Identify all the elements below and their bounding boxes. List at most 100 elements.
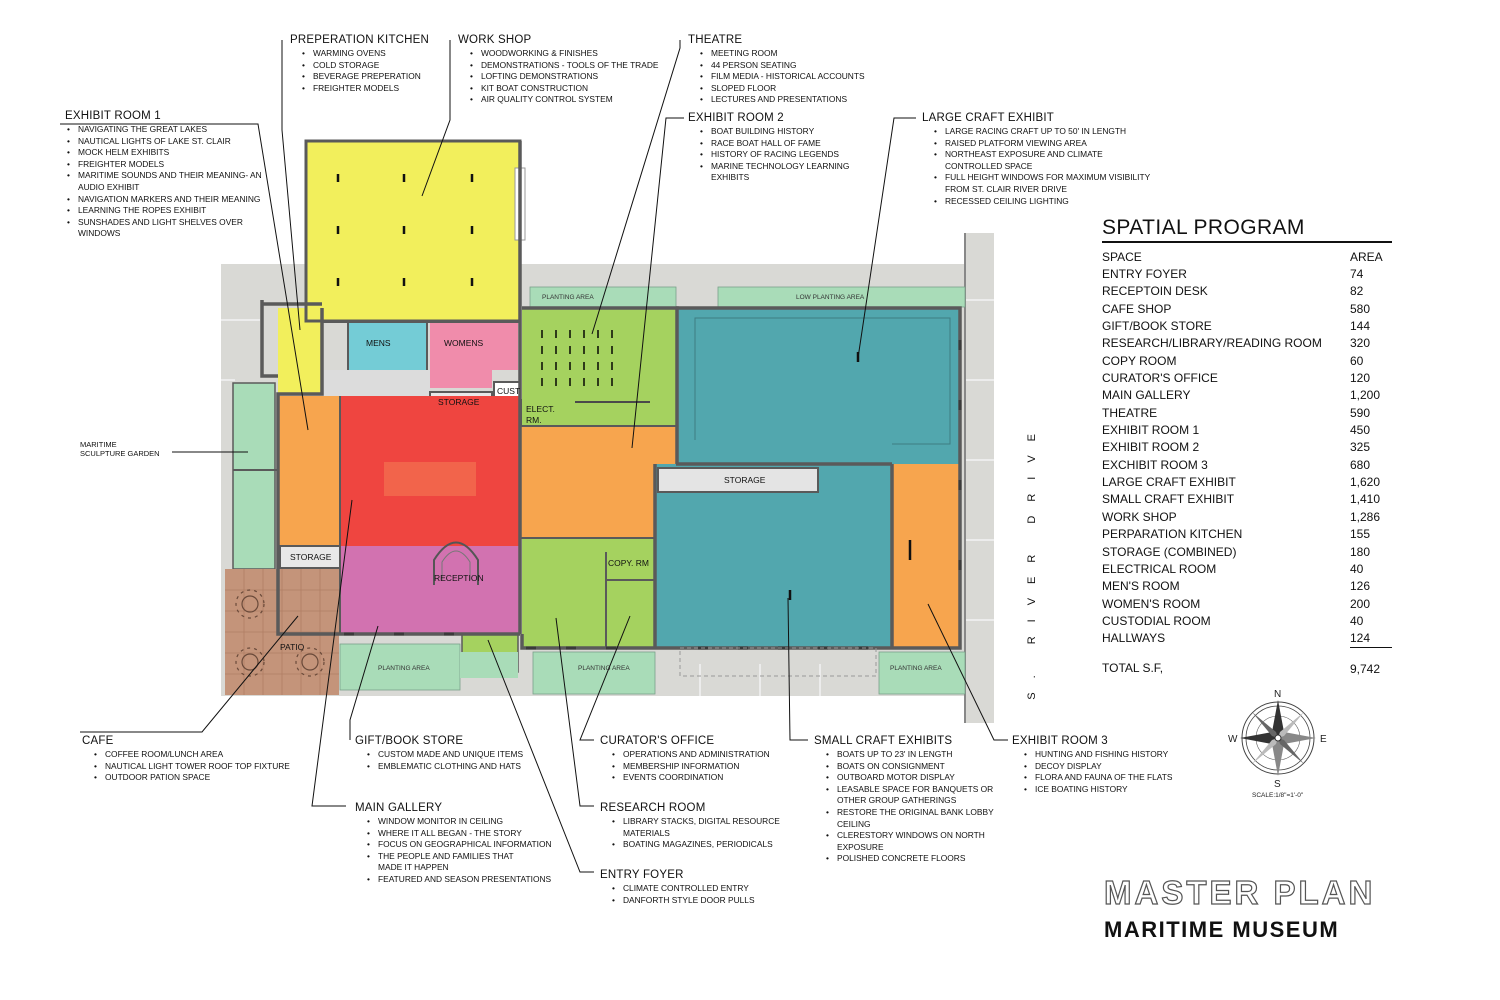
note-title: EXHIBIT ROOM 3 bbox=[1012, 735, 1108, 747]
label-mens: MENS bbox=[366, 338, 391, 348]
theatre-seating bbox=[541, 330, 613, 386]
large-craft-room bbox=[676, 308, 960, 464]
space-cell: COPY ROOM bbox=[1102, 353, 1177, 368]
note-item: HISTORY OF RACING LEGENDS bbox=[700, 149, 868, 161]
note-list: HUNTING AND FISHING HISTORY DECOY DISPLA… bbox=[1012, 749, 1192, 795]
sheet-title: MASTER PLAN bbox=[1103, 873, 1376, 911]
note-title: SMALL CRAFT EXHIBITS bbox=[814, 735, 953, 747]
note-item: NAUTICAL LIGHTS OF LAKE ST. CLAIR bbox=[67, 136, 270, 148]
note-item: FEATURED AND SEASON PRESENTATIONS bbox=[367, 874, 570, 886]
note-item: BOATING MAGAZINES, PERIODICALS bbox=[612, 839, 795, 851]
sculpture-garden bbox=[232, 382, 276, 570]
space-cell: RESEARCH/LIBRARY/READING ROOM bbox=[1102, 336, 1322, 351]
entry-canopy bbox=[679, 647, 877, 677]
area-cell: 155 bbox=[1350, 527, 1371, 542]
space-cell: EXCHIBIT ROOM 3 bbox=[1102, 457, 1208, 472]
space-cell: GIFT/BOOK STORE bbox=[1102, 319, 1212, 334]
note-entry: ENTRY FOYER CLIMATE CONTROLLED ENTRY DAN… bbox=[600, 869, 795, 906]
space-cell: HALLWAYS bbox=[1102, 631, 1166, 646]
note-item: NORTHEAST EXPOSURE AND CLIMATE CONTROLLE… bbox=[934, 149, 1162, 172]
note-exhibit2: EXHIBIT ROOM 2 BOAT BUILDING HISTORY RAC… bbox=[688, 112, 868, 184]
note-item: WHERE IT ALL BEGAN - THE STORY bbox=[367, 828, 570, 840]
note-item: COLD STORAGE bbox=[302, 60, 450, 72]
sheet-subtitle: MARITIME MUSEUM bbox=[1104, 917, 1340, 942]
compass-rose bbox=[1240, 700, 1316, 776]
note-curator: CURATOR'S OFFICE OPERATIONS AND ADMINIST… bbox=[600, 735, 800, 784]
area-cell: 60 bbox=[1350, 353, 1364, 368]
note-item: EMBLEMATIC CLOTHING AND HATS bbox=[367, 761, 555, 773]
scale-label: SCALE:1/8"=1'-0" bbox=[1252, 792, 1304, 799]
note-item: DANFORTH STYLE DOOR PULLS bbox=[612, 895, 795, 907]
leader-cafe bbox=[80, 615, 299, 733]
note-item: NAUTICAL LIGHT TOWER ROOF TOP FIXTURE bbox=[94, 761, 312, 773]
note-item: FULL HEIGHT WINDOWS FOR MAXIMUM VISIBILI… bbox=[934, 172, 1162, 195]
note-gift: GIFT/BOOK STORE CUSTOM MADE AND UNIQUE I… bbox=[355, 735, 555, 772]
area-cell: 1,200 bbox=[1350, 388, 1381, 403]
planting-b2 bbox=[532, 651, 656, 695]
note-list: OPERATIONS AND ADMINISTRATION MEMBERSHIP… bbox=[600, 749, 800, 784]
label-garden-1: MARITIME bbox=[80, 440, 117, 449]
research-room bbox=[522, 538, 655, 648]
note-title: CAFE bbox=[82, 735, 114, 747]
note-item: 44 PERSON SEATING bbox=[700, 60, 888, 72]
note-item: WINDOW MONITOR IN CEILING bbox=[367, 816, 570, 828]
note-exhibit3: EXHIBIT ROOM 3 HUNTING AND FISHING HISTO… bbox=[1012, 735, 1192, 795]
note-cafe: CAFE COFFEE ROOM/LUNCH AREA NAUTICAL LIG… bbox=[82, 735, 312, 784]
note-main-gallery: MAIN GALLERY WINDOW MONITOR IN CEILING W… bbox=[355, 802, 570, 886]
note-research: RESEARCH ROOM LIBRARY STACKS, DIGITAL RE… bbox=[600, 802, 795, 851]
planting-b3 bbox=[878, 651, 966, 695]
note-list: CUSTOM MADE AND UNIQUE ITEMS EMBLEMATIC … bbox=[355, 749, 555, 772]
main-gallery-monitor bbox=[384, 462, 476, 496]
label-low-planting: LOW PLANTING AREA bbox=[796, 294, 865, 301]
note-title: EXHIBIT ROOM 2 bbox=[688, 112, 784, 124]
note-item: MARINE TECHNOLOGY LEARNING EXHIBITS bbox=[700, 161, 868, 184]
area-cell: 1,620 bbox=[1350, 475, 1381, 490]
note-title: GIFT/BOOK STORE bbox=[355, 735, 464, 747]
window-mullions bbox=[344, 340, 962, 650]
note-item: SUNSHADES AND LIGHT SHELVES OVER WINDOWS bbox=[67, 217, 270, 240]
space-cell: EXHIBIT ROOM 2 bbox=[1102, 440, 1200, 455]
note-item: SLOPED FLOOR bbox=[700, 83, 888, 95]
leader-prep-kitchen bbox=[281, 40, 301, 331]
label-elect-2: RM. bbox=[526, 415, 542, 425]
area-cell: 126 bbox=[1350, 579, 1371, 594]
note-title: RESEARCH ROOM bbox=[600, 802, 706, 814]
label-copy-rm: COPY. RM bbox=[608, 558, 649, 568]
note-item: FREIGHTER MODELS bbox=[302, 83, 450, 95]
patio-tables bbox=[235, 589, 325, 677]
space-cell: CURATOR'S OFFICE bbox=[1102, 371, 1218, 386]
note-title: THEATRE bbox=[688, 34, 743, 46]
note-item: BOATS UP TO 23' IN LENGTH bbox=[826, 749, 1014, 761]
note-item: FOCUS ON GEOGRAPHICAL INFORMATION bbox=[367, 839, 570, 851]
label-planting-b3: PLANTING AREA bbox=[890, 665, 942, 672]
note-item: MEMBERSHIP INFORMATION bbox=[612, 761, 800, 773]
area-cell: 82 bbox=[1350, 284, 1364, 299]
leader-small-craft bbox=[787, 597, 808, 741]
space-cell: THEATRE bbox=[1102, 405, 1158, 420]
area-cell: 124 bbox=[1350, 631, 1371, 646]
leader-work-shop bbox=[421, 40, 451, 197]
note-item: BOAT BUILDING HISTORY bbox=[700, 126, 868, 138]
planting-b1 bbox=[339, 643, 461, 691]
note-item: RESTORE THE ORIGINAL BANK LOBBY CEILING bbox=[826, 807, 1014, 830]
label-elect-1: ELECT. bbox=[526, 404, 555, 414]
exhibit1-room bbox=[278, 396, 340, 546]
leader-entry bbox=[487, 639, 594, 873]
note-list: BOATS UP TO 23' IN LENGTH BOATS ON CONSI… bbox=[814, 749, 1014, 865]
planting-bv bbox=[460, 652, 518, 678]
label-planting-b1: PLANTING AREA bbox=[378, 665, 430, 672]
note-item: OPERATIONS AND ADMINISTRATION bbox=[612, 749, 800, 761]
area-cell: 450 bbox=[1350, 423, 1371, 438]
note-item: CUSTOM MADE AND UNIQUE ITEMS bbox=[367, 749, 555, 761]
leader-theatre bbox=[591, 40, 681, 335]
